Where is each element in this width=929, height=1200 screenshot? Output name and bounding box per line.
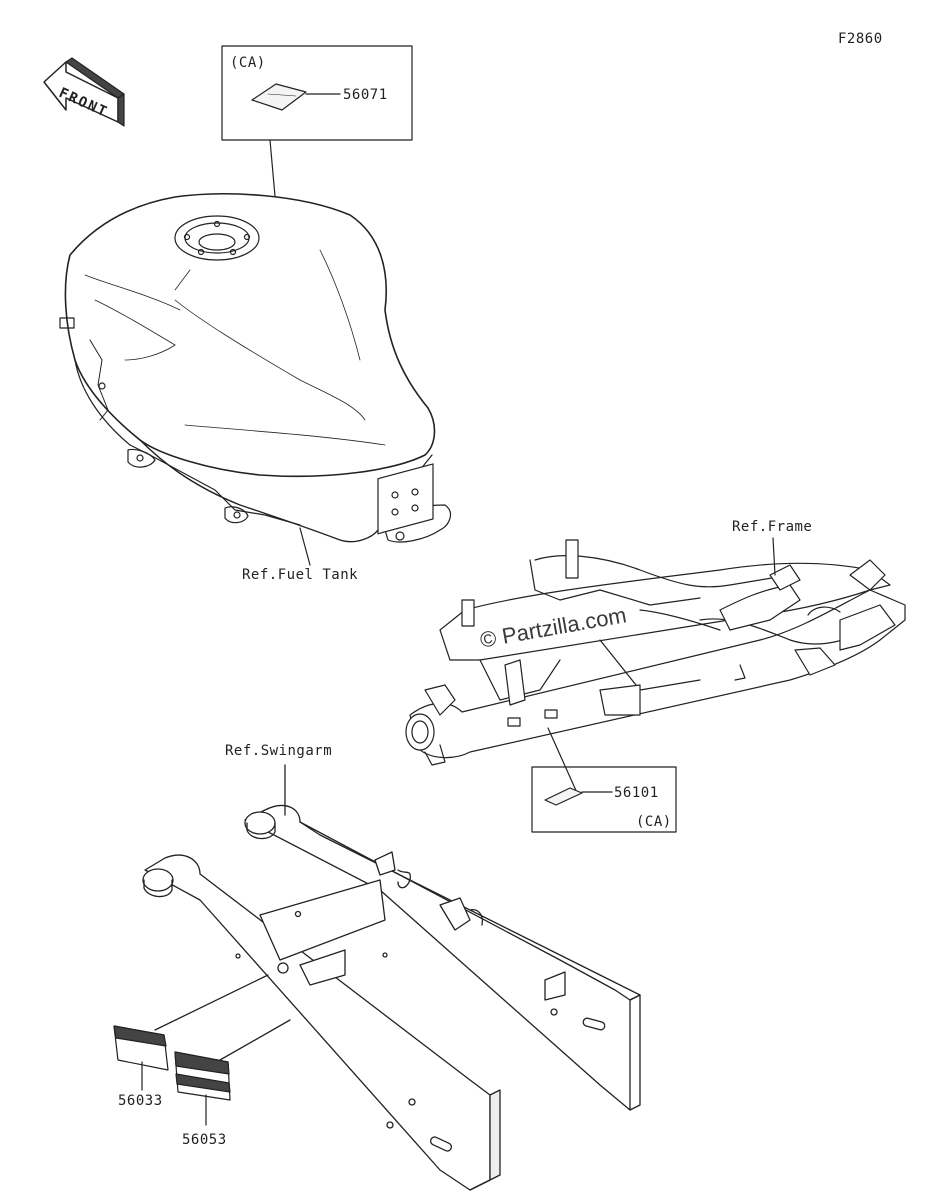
frame-label-decal-icon [544, 787, 583, 806]
frame-label-box [531, 766, 677, 833]
fuel-tank-drawing [59, 193, 452, 566]
frame-drawing [405, 537, 906, 796]
tank-label-decal-icon [251, 83, 307, 111]
frame-label-region: (CA) [636, 814, 672, 830]
tank-label-part-number[interactable]: 56071 [343, 87, 388, 103]
swingarm-label-b-part-number[interactable]: 56053 [182, 1132, 227, 1148]
ref-frame[interactable]: Ref.Frame [732, 519, 813, 535]
ref-swingarm[interactable]: Ref.Swingarm [225, 743, 333, 759]
tank-label-region: (CA) [230, 55, 266, 71]
tank-label-box [221, 45, 413, 141]
swingarm-label-a-part-number[interactable]: 56033 [118, 1093, 163, 1109]
frame-leader-line [772, 537, 776, 576]
swingarm-decal-56053-icon [174, 1051, 231, 1126]
swingarm-drawing [142, 764, 641, 1191]
frame-label-leader-line [547, 727, 579, 796]
ref-fuel-tank[interactable]: Ref.Fuel Tank [242, 567, 359, 583]
frame-label-part-number[interactable]: 56101 [614, 785, 659, 801]
fuel-tank-leader-line [299, 527, 311, 566]
figure-code: F2860 [838, 31, 883, 47]
front-arrow-icon [43, 57, 125, 127]
swingarm-decal-56033-icon [113, 1025, 169, 1091]
svg-text:FRONT: FRONT [56, 85, 110, 121]
